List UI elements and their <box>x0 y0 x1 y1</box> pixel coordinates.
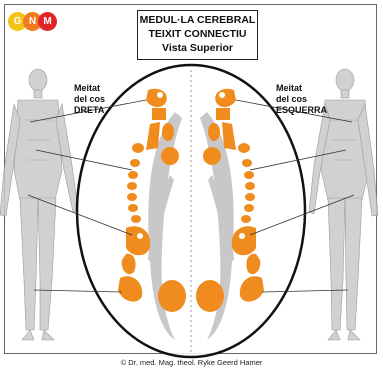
label-left-line-3: DRETA <box>74 105 105 116</box>
gnm-logo: G N M <box>8 12 60 32</box>
label-right-line-2: del cos <box>276 94 327 105</box>
label-right-line-3: ESQUERRA <box>276 105 327 116</box>
left-body-figure-icon <box>0 69 78 340</box>
label-left-line-1: Meitat <box>74 83 105 94</box>
title-line-2: TEIXIT CONNECTIU <box>138 27 257 41</box>
title-line-1: MEDUL·LA CEREBRAL <box>138 13 257 27</box>
label-left-line-2: del cos <box>74 94 105 105</box>
title-line-3: Vista Superior <box>138 41 257 55</box>
label-left-body-half: Meitat del cos ESQUERRA <box>276 83 327 116</box>
label-right-body-half: Meitat del cos DRETA <box>74 83 105 116</box>
title-box: MEDUL·LA CEREBRAL TEIXIT CONNECTIU Vista… <box>137 10 258 60</box>
copyright-credit: © Dr. med. Mag. theol. Ryke Geerd Hamer <box>0 358 383 367</box>
label-right-line-1: Meitat <box>276 83 327 94</box>
logo-m-icon: M <box>38 12 57 31</box>
